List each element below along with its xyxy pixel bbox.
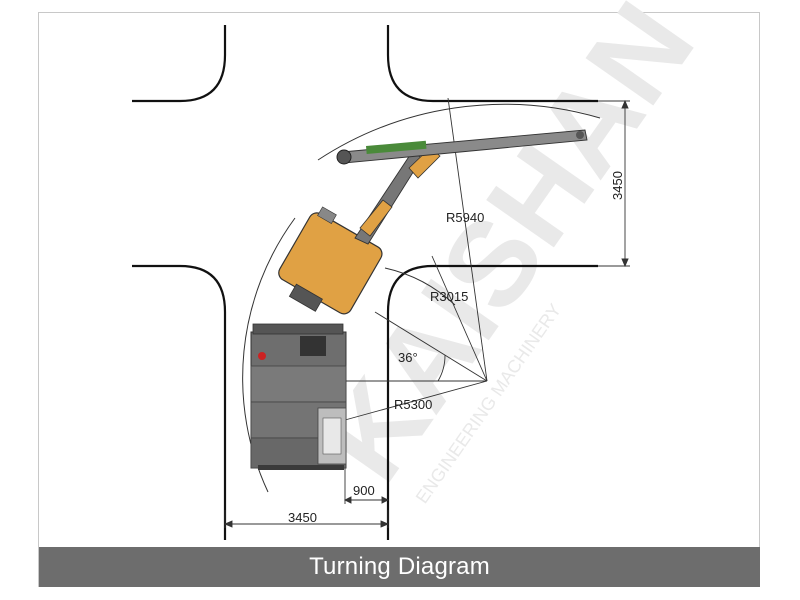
mid-arc xyxy=(384,267,456,306)
label-inner-radius: R5300 xyxy=(394,397,432,412)
label-vertical-width: 3450 xyxy=(610,171,625,200)
outer-arc xyxy=(317,103,601,161)
wall-mid-right xyxy=(386,264,598,540)
label-bottom-width: 3450 xyxy=(288,510,317,525)
label-angle: 36° xyxy=(398,350,418,365)
wall-top-left xyxy=(132,25,227,103)
wall-mid-left xyxy=(132,264,227,540)
machine-chassis xyxy=(250,323,347,470)
wall-top-right xyxy=(386,25,598,103)
dimension-lines xyxy=(223,99,630,528)
label-middle-radius: R3015 xyxy=(430,289,468,304)
caption-bar: Turning Diagram xyxy=(39,547,760,587)
label-outer-radius: R5940 xyxy=(446,210,484,225)
caption-title: Turning Diagram xyxy=(309,553,490,580)
dimension-labels: R5940 R3015 36° R5300 900 3450 3450 xyxy=(288,171,625,525)
diagram-frame xyxy=(38,12,760,587)
tunnel-walls xyxy=(132,25,598,540)
machine-boom xyxy=(336,129,588,245)
label-offset: 900 xyxy=(353,483,375,498)
